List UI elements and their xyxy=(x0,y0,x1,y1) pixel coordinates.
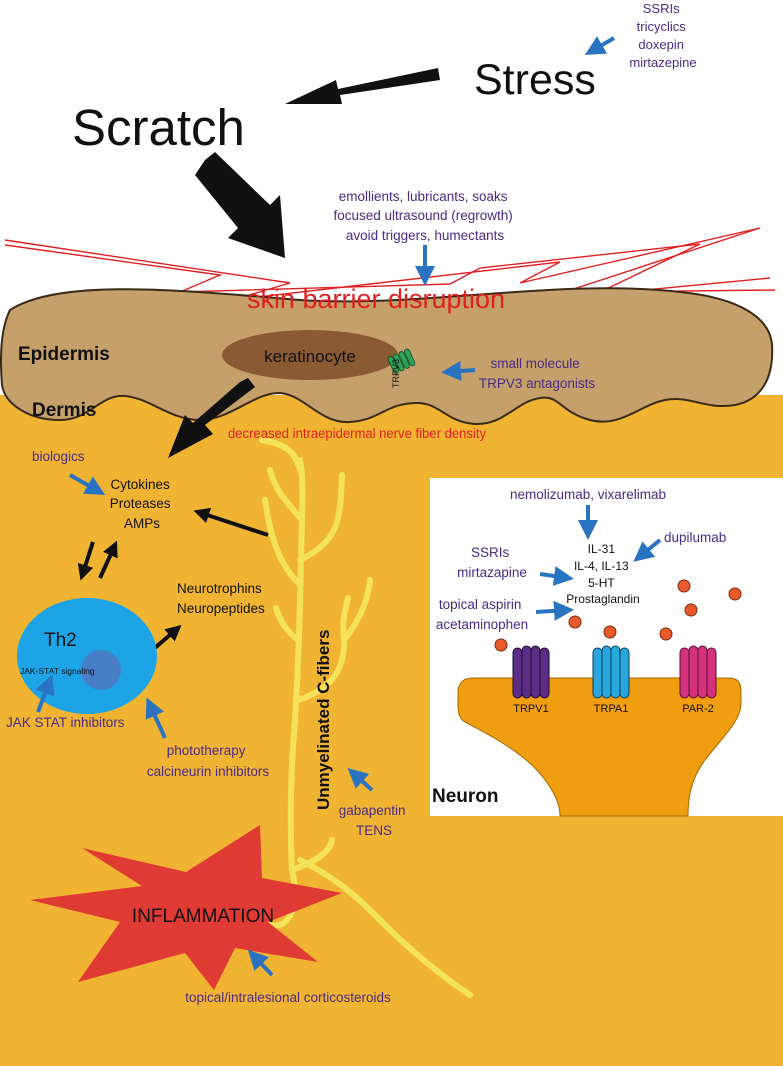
dermis-label: Dermis xyxy=(32,400,96,421)
keratinocyte-cell xyxy=(222,330,398,380)
jak-stat-signaling-label: JAK-STAT signaling xyxy=(20,666,95,676)
trpv3-treatment-small-molecule: small molecule xyxy=(490,356,579,371)
corticosteroids-label: topical/intralesional corticosteroids xyxy=(185,990,391,1005)
cytokine-group: Cytokines Proteases AMPs xyxy=(110,477,175,531)
stress-treatment-doxepin: doxepin xyxy=(638,37,684,52)
mirtazapine-label: mirtazapine xyxy=(457,565,527,580)
mediator-il4-il13: IL-4, IL-13 xyxy=(574,559,629,573)
neuron-body xyxy=(457,677,742,817)
neuro-group: Neurotrophins Neuropeptides xyxy=(177,581,266,616)
trpv3-channel-icon xyxy=(387,348,416,374)
acetaminophen-label: acetaminophen xyxy=(436,617,528,632)
treatment-arrows xyxy=(35,36,662,977)
barrier-treatment-emollients: emollients, lubricants, soaks xyxy=(339,189,508,204)
jak-stat-inhibitors-label: JAK STAT inhibitors xyxy=(6,715,125,730)
trpa1-label: TRPA1 xyxy=(594,703,629,715)
stress-to-scratch-arrow xyxy=(285,68,440,104)
biologics-label: biologics xyxy=(32,449,85,464)
mediator-5ht: 5-HT xyxy=(588,576,615,590)
trpv3-treatment-antagonists: TRPV3 antagonists xyxy=(479,376,596,391)
trpv3-label: TRPV3 xyxy=(391,359,401,388)
prostaglandin-treatments: topical aspirin acetaminophen xyxy=(436,597,528,632)
cytokines-label: Cytokines xyxy=(110,477,170,492)
mediator-il31: IL-31 xyxy=(588,542,616,556)
proteases-label: Proteases xyxy=(110,496,171,511)
serotonin-treatments: SSRIs mirtazapine xyxy=(457,545,527,580)
amps-label: AMPs xyxy=(124,516,160,531)
par2-label: PAR-2 xyxy=(682,703,714,715)
topical-aspirin-label: topical aspirin xyxy=(439,597,522,612)
skin-barrier-disruption-label: skin barrier disruption xyxy=(247,284,505,314)
inflammation-label: INFLAMMATION xyxy=(132,906,274,927)
stress-treatment-mirtazepine: mirtazepine xyxy=(629,55,696,70)
trpa1-receptor-icon xyxy=(592,645,630,699)
trpv1-receptor-icon xyxy=(512,645,550,699)
inflammation-starburst xyxy=(30,825,342,990)
barrier-treatment-ultrasound: focused ultrasound (regrowth) xyxy=(333,208,512,223)
par2-receptor-icon xyxy=(679,645,717,699)
gabapentin-label: gabapentin xyxy=(339,803,406,818)
tens-label: TENS xyxy=(356,823,392,838)
dupilumab-label: dupilumab xyxy=(664,530,726,545)
scratch-label: Scratch xyxy=(72,99,245,156)
mediator-dots xyxy=(494,579,742,652)
mediator-prostaglandin: Prostaglandin xyxy=(566,592,639,606)
scratch-to-skin-arrow xyxy=(195,152,285,258)
barrier-treatment-avoid-triggers: avoid triggers, humectants xyxy=(346,228,505,243)
calcineurin-inhibitors-label: calcineurin inhibitors xyxy=(147,764,270,779)
phototherapy-label: phototherapy xyxy=(167,743,246,758)
neurotrophins-label: Neurotrophins xyxy=(177,581,262,596)
th2-label: Th2 xyxy=(44,630,77,651)
jak-stat-nucleus xyxy=(81,650,121,690)
stress-treatment-ssris: SSRIs xyxy=(643,1,680,16)
keratinocyte-label: keratinocyte xyxy=(264,347,356,366)
unmyelinated-c-fibers-label: Unmyelinated C-fibers xyxy=(314,630,333,810)
barrier-treatments: emollients, lubricants, soaks focused ul… xyxy=(333,189,516,243)
trpv1-label: TRPV1 xyxy=(513,703,548,715)
stress-label: Stress xyxy=(474,56,596,104)
keratinocyte-to-cytokines-arrow xyxy=(168,378,255,458)
th2-treatments: phototherapy calcineurin inhibitors xyxy=(147,743,270,779)
nerve-treatments: gabapentin TENS xyxy=(339,803,410,838)
mediator-list: IL-31 IL-4, IL-13 5-HT Prostaglandin xyxy=(566,542,639,606)
trpv3-treatments: small molecule TRPV3 antagonists xyxy=(479,356,596,391)
epidermis-label: Epidermis xyxy=(18,344,110,365)
decreased-nerve-density-label: decreased intraepidermal nerve fiber den… xyxy=(228,426,486,441)
stress-treatments: SSRIs tricyclics doxepin mirtazepine xyxy=(629,1,696,70)
il31-treatment-label: nemolizumab, vixarelimab xyxy=(510,487,666,502)
neuropeptides-label: Neuropeptides xyxy=(177,601,265,616)
stress-treatment-tricyclics: tricyclics xyxy=(637,19,687,34)
ssris-label: SSRIs xyxy=(471,545,510,560)
neuron-label: Neuron xyxy=(432,786,499,807)
